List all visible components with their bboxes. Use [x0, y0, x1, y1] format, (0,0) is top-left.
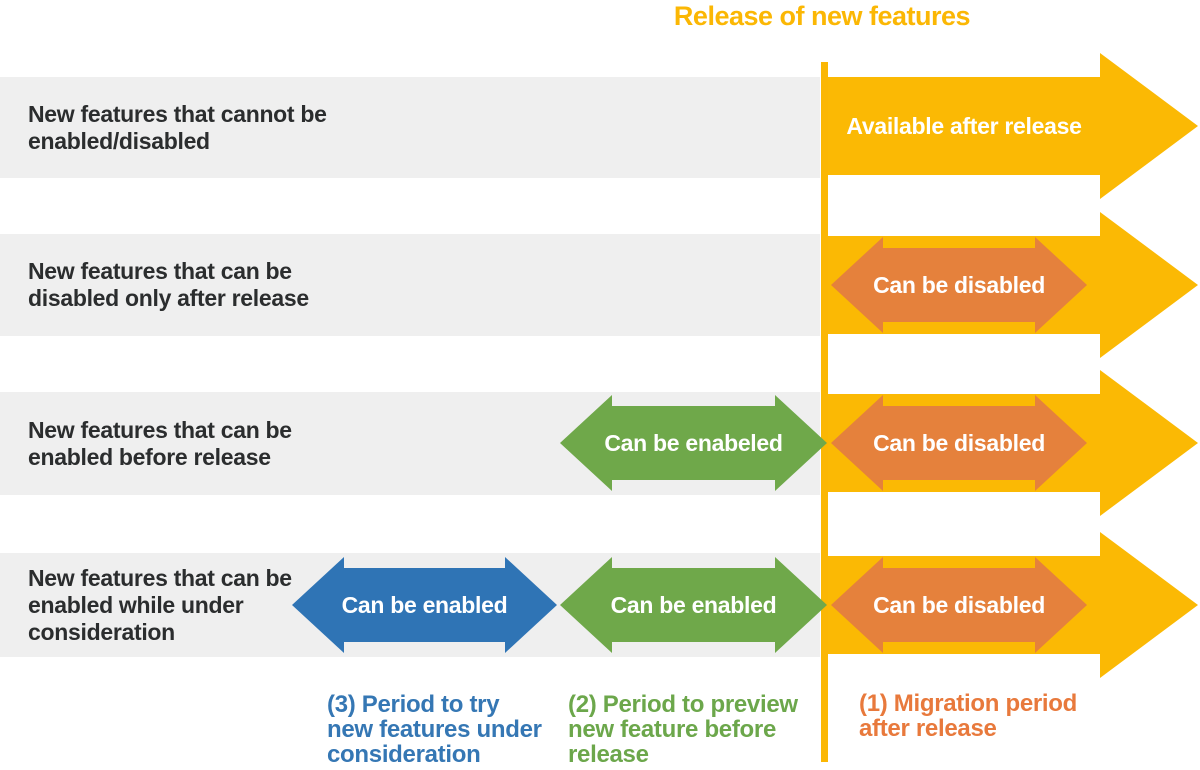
orange-arrow-label: Can be disabled — [873, 271, 1045, 298]
green-arrow-shape — [560, 395, 827, 491]
row-band-disabled-after-release: New features that can be disabled only a… — [0, 234, 820, 336]
orange-double-arrow-row4 — [831, 557, 1087, 653]
green-arrow-label: Can be enabled — [610, 591, 777, 618]
orange-double-arrow-row3 — [831, 395, 1087, 491]
blue-arrow-label: Can be enabled — [341, 591, 508, 618]
green-arrow-shape — [560, 557, 827, 653]
blue-double-arrow-row4 — [292, 557, 557, 653]
orange-arrow-shape — [831, 557, 1087, 653]
yellow-release-arrow-row1 — [828, 53, 1198, 199]
legend-migration-period: (1) Migration period after release — [859, 690, 1077, 742]
release-line — [821, 62, 828, 762]
yellow-arrow-label: Available after release — [846, 112, 1082, 139]
green-arrow-label: Can be enabeled — [604, 429, 783, 456]
orange-arrow-label: Can be disabled — [873, 429, 1045, 456]
orange-arrow-shape — [831, 395, 1087, 491]
legend-preview-period: (2) Period to preview new feature before… — [568, 691, 798, 768]
row-band-cannot-be-toggled: New features that cannot be enabled/disa… — [0, 77, 820, 178]
orange-double-arrow-row2 — [831, 237, 1087, 333]
legend-trial-period: (3) Period to try new features under con… — [327, 691, 542, 768]
row-label: New features that can be disabled only a… — [28, 258, 309, 311]
row-label: New features that cannot be enabled/disa… — [28, 100, 327, 154]
orange-arrow-shape — [831, 237, 1087, 333]
diagram-title: Release of new features — [673, 1, 971, 31]
row-label: New features that can be enabled while u… — [28, 564, 292, 645]
green-double-arrow-row3 — [560, 395, 827, 491]
orange-arrow-label: Can be disabled — [873, 591, 1045, 618]
yellow-arrow-shape — [828, 53, 1198, 199]
blue-arrow-shape — [292, 557, 557, 653]
row-label: New features that can be enabled before … — [28, 416, 292, 470]
green-double-arrow-row4 — [560, 557, 827, 653]
